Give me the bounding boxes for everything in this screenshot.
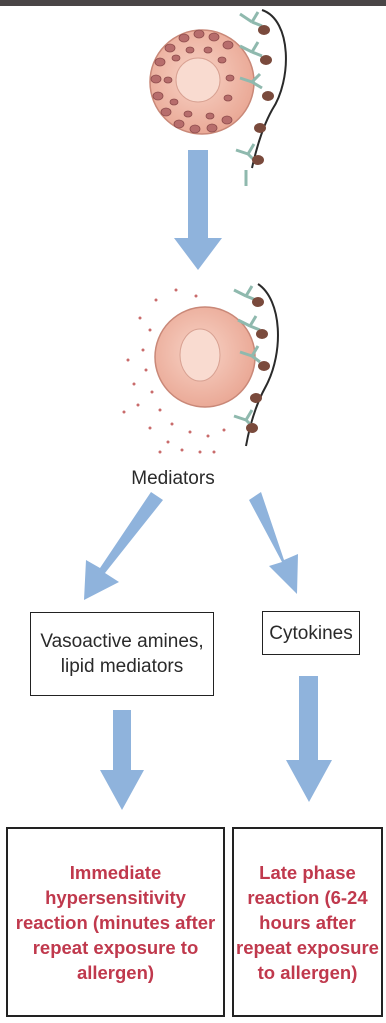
late-phase-reaction-box: Late phase reaction (6-24 hours after re… — [232, 827, 383, 1017]
immediate-hypersensitivity-text: Immediate hypersensitivity reaction (min… — [16, 860, 215, 985]
down-right-arrow — [249, 492, 298, 594]
mast-cell-granulated — [150, 30, 254, 134]
vasoactive-amines-box: Vasoactive amines, lipid mediators — [30, 612, 214, 696]
down-left-arrow — [84, 492, 163, 600]
cytokines-text: Cytokines — [269, 621, 352, 646]
immediate-hypersensitivity-box: Immediate hypersensitivity reaction (min… — [6, 827, 225, 1017]
down-arrow-right — [286, 676, 332, 802]
down-arrow-left — [100, 710, 144, 810]
mast-cell-degranulating — [123, 289, 256, 454]
late-phase-reaction-text: Late phase reaction (6-24 hours after re… — [236, 860, 379, 985]
cytokines-box: Cytokines — [262, 611, 360, 655]
mediators-label: Mediators — [118, 468, 228, 490]
down-arrow-1 — [174, 150, 222, 270]
vasoactive-amines-text: Vasoactive amines, lipid mediators — [40, 629, 203, 679]
